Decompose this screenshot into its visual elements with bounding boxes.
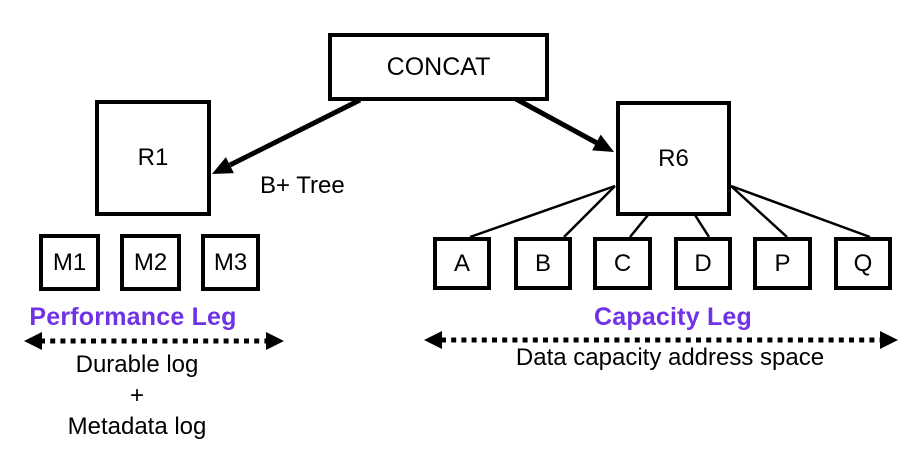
mirror-box-m1: M1 xyxy=(39,234,100,291)
capacity-leg-label: Capacity Leg xyxy=(593,303,752,331)
capacity-span-left-arrowhead-icon xyxy=(424,331,442,349)
r6-to-device-d-line xyxy=(693,214,711,238)
concat-to-r6-arrow-line xyxy=(514,96,599,146)
concat-to-r6-arrowhead-icon xyxy=(592,134,614,152)
device-box-a: A xyxy=(433,237,491,290)
r6-to-device-b-line xyxy=(563,185,616,238)
concat-to-r1-arrowhead-icon xyxy=(212,157,234,174)
r6-raid-box: R6 xyxy=(616,101,731,216)
device-box-c: C xyxy=(593,237,652,290)
device-box-b: B xyxy=(514,237,572,290)
capacity-caption: Data capacity address space xyxy=(515,344,825,371)
r1-raid-box: R1 xyxy=(95,100,211,216)
device-box-q: Q xyxy=(834,237,892,290)
performance-caption-line-2: + xyxy=(129,382,144,409)
concat-to-r1-arrow-line xyxy=(228,97,362,168)
r6-to-device-q-line xyxy=(730,184,871,239)
mirror-box-m2: M2 xyxy=(120,234,181,291)
concat-box: CONCAT xyxy=(328,33,549,101)
btree-edge-label: B+ Tree xyxy=(260,172,345,199)
performance-caption-line-1: Durable log xyxy=(75,351,199,378)
performance-caption: Durable log + Metadata log xyxy=(37,349,237,442)
performance-span-right-arrowhead-icon xyxy=(266,332,284,350)
r6-to-device-p-line xyxy=(730,185,788,238)
r6-to-device-a-line xyxy=(469,184,616,239)
device-box-p: P xyxy=(753,237,812,290)
capacity-span-right-arrowhead-icon xyxy=(880,331,898,349)
device-box-d: D xyxy=(674,237,732,290)
mirror-box-m3: M3 xyxy=(201,234,260,291)
performance-caption-line-3: Metadata log xyxy=(67,413,207,440)
performance-span-left-arrowhead-icon xyxy=(24,332,42,350)
r6-to-device-c-line xyxy=(629,214,649,238)
performance-leg-label: Performance Leg xyxy=(29,303,237,331)
